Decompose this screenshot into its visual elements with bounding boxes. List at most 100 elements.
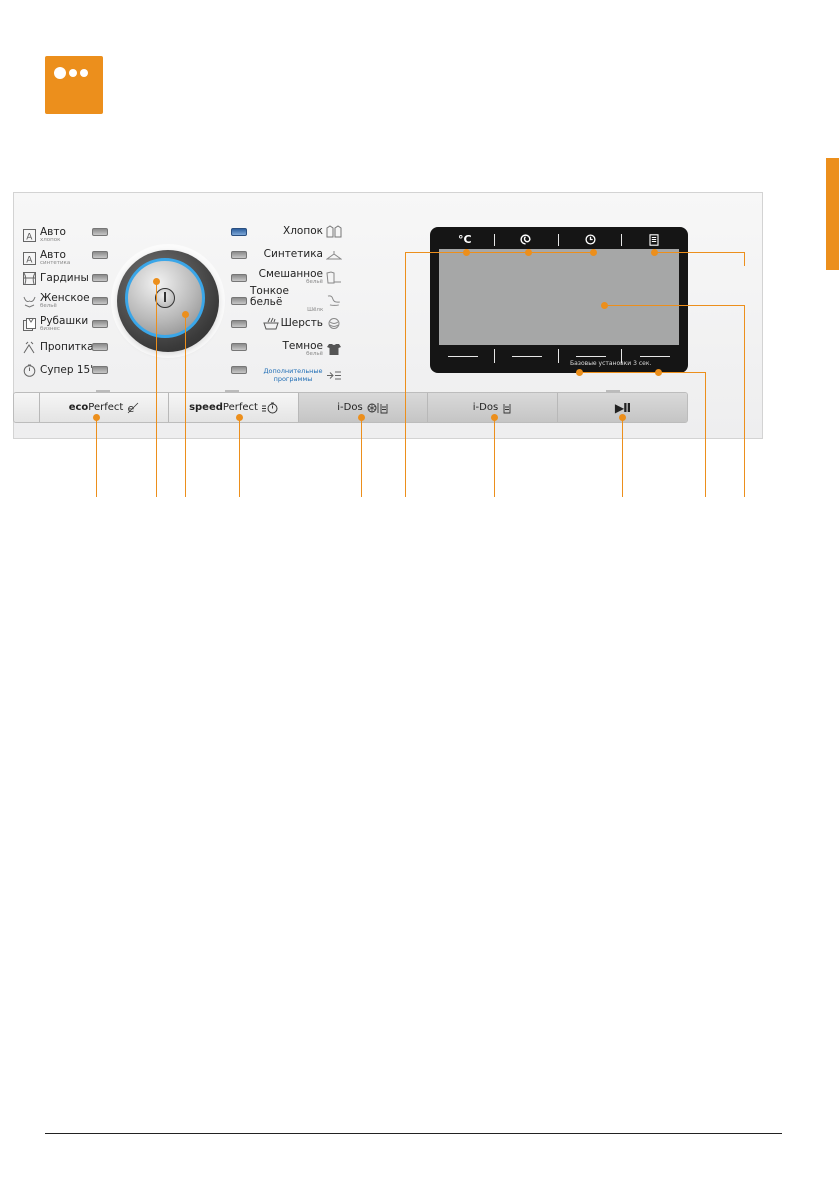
program-sublabel: хлопок xyxy=(40,237,61,243)
curtain-icon xyxy=(23,271,36,285)
program-led-active xyxy=(231,228,247,236)
callout-line xyxy=(744,305,745,497)
ecoperfect-button[interactable]: ecoPerfect e xyxy=(40,393,169,422)
display-separator xyxy=(494,234,495,246)
program-impregnation[interactable]: Пропитка xyxy=(23,337,94,357)
dot-icon xyxy=(80,69,88,77)
spin-icon[interactable] xyxy=(520,234,531,245)
idos-2-label: i-Dos xyxy=(472,402,499,413)
program-selector-knob[interactable] xyxy=(117,250,219,352)
speed-timer-icon xyxy=(261,402,278,413)
speed-label: speedPerfect xyxy=(189,402,258,413)
callout-line xyxy=(156,281,157,497)
speedperfect-button[interactable]: speedPerfect xyxy=(169,393,299,422)
program-synthetic[interactable]: Синтетика xyxy=(250,244,342,264)
mixed-icon xyxy=(326,270,341,283)
display-separator xyxy=(494,349,495,363)
callout-dot xyxy=(236,414,243,421)
eco-label: ecoPerfect xyxy=(68,402,124,413)
shirt-stack-icon xyxy=(23,317,36,331)
blank-segment xyxy=(14,393,40,422)
program-sublabel: бельё xyxy=(306,279,323,285)
program-label: Смешанное xyxy=(258,267,323,280)
program-curtains[interactable]: Гардины xyxy=(23,268,89,288)
program-led xyxy=(92,366,108,374)
program-label: Синтетика xyxy=(263,247,323,260)
program-label: Супер 15' xyxy=(40,363,94,376)
program-led xyxy=(92,320,108,328)
svg-text:e: e xyxy=(128,402,135,414)
callout-line xyxy=(185,314,186,497)
display-panel: °C Базовые установки 3 сек. xyxy=(430,227,688,373)
program-wool[interactable]: Шерсть xyxy=(220,313,342,333)
program-sublabel: синтетика xyxy=(40,260,71,266)
program-led xyxy=(231,320,247,328)
callout-dot xyxy=(525,249,532,256)
program-sublabel: бизнес xyxy=(40,326,60,332)
arrow-list-icon xyxy=(327,371,341,379)
program-led xyxy=(92,228,108,236)
program-sublabel: Шёлк xyxy=(307,307,324,314)
program-label: Авто xyxy=(40,248,66,261)
display-bottom-bar xyxy=(576,356,606,357)
tshirt-icon xyxy=(327,343,341,355)
program-sublabel: бельё xyxy=(40,303,57,309)
basic-settings-caption: Базовые установки 3 сек. xyxy=(570,360,652,367)
callout-line xyxy=(579,372,705,373)
program-sublabel: бельё xyxy=(306,351,323,357)
callout-dot xyxy=(491,414,498,421)
program-label: Тонкое бельё xyxy=(250,285,289,308)
start-pause-icon: ▶II xyxy=(614,400,631,415)
chapter-side-tab xyxy=(826,158,839,270)
lingerie-icon xyxy=(23,296,36,308)
clock-icon[interactable] xyxy=(585,234,596,245)
callout-line xyxy=(405,252,406,497)
callout-line xyxy=(622,417,623,497)
program-cotton[interactable]: Хлопок xyxy=(250,221,342,241)
display-separator xyxy=(621,349,622,363)
temperature-button[interactable]: °C xyxy=(458,233,472,246)
detergent-icon xyxy=(503,403,511,413)
button-bar: ecoPerfect e speedPerfect i-Dos i-Dos ▶I… xyxy=(13,392,688,423)
callout-dot xyxy=(153,278,160,285)
callout-line xyxy=(654,252,745,253)
callout-line xyxy=(96,417,97,497)
callout-dot xyxy=(182,311,189,318)
power-button[interactable] xyxy=(155,288,175,308)
svg-text:A: A xyxy=(26,232,33,242)
program-led xyxy=(231,274,247,282)
footer-rule xyxy=(45,1133,782,1134)
display-bottom-bar xyxy=(448,356,478,357)
program-led xyxy=(231,297,247,305)
callout-line xyxy=(361,417,362,497)
program-label: Пропитка xyxy=(40,340,94,353)
display-separator xyxy=(558,234,559,246)
program-super15[interactable]: Супер 15' xyxy=(23,360,93,380)
delicate-icon xyxy=(328,294,341,306)
callout-line xyxy=(405,252,467,253)
program-led xyxy=(92,251,108,259)
chapter-icon xyxy=(45,56,103,114)
program-led xyxy=(231,251,247,259)
display-bottom-bar xyxy=(640,356,670,357)
segment-indicator xyxy=(606,390,620,393)
doc-icon[interactable] xyxy=(649,234,659,246)
wool-icon xyxy=(328,317,340,329)
hand-wash-icon xyxy=(262,317,279,329)
eco-e-icon: e xyxy=(128,402,139,414)
auto-a-icon: A xyxy=(23,228,36,242)
callout-dot xyxy=(619,414,626,421)
segment-indicator xyxy=(225,390,239,393)
program-extra[interactable]: Дополнительные программы xyxy=(240,364,342,386)
program-label: Темное xyxy=(282,339,323,352)
knob-light-ring xyxy=(125,258,205,338)
callout-dot xyxy=(590,249,597,256)
program-label: Авто xyxy=(40,225,66,238)
